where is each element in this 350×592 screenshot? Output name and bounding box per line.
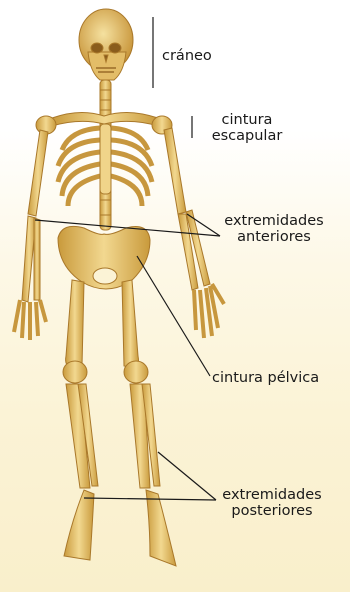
- lower-limbs-label-line2: posteriores: [214, 503, 330, 519]
- right-leg: [122, 280, 176, 566]
- upper-limbs-label-line2: anteriores: [218, 229, 330, 245]
- shoulder-girdle-label: cintura escapular: [204, 112, 290, 144]
- lower-limbs-leader-b: [158, 452, 216, 500]
- upper-limbs-label-line1: extremidades: [218, 213, 330, 229]
- left-leg: [63, 280, 98, 560]
- skeleton-figure: [14, 9, 224, 566]
- upper-limbs-label: extremidades anteriores: [218, 213, 330, 245]
- rib-cage: [58, 124, 152, 206]
- skull: [79, 9, 133, 80]
- left-arm: [14, 130, 48, 340]
- lower-limbs-label: extremidades posteriores: [214, 487, 330, 519]
- lower-limbs-label-line1: extremidades: [214, 487, 330, 503]
- shoulder-girdle-label-line1: cintura: [204, 112, 290, 128]
- shoulder-girdle-label-line2: escapular: [204, 128, 290, 144]
- pelvic-girdle-leader: [137, 256, 210, 376]
- skull-label: cráneo: [162, 48, 212, 64]
- pelvic-girdle-label: cintura pélvica: [212, 370, 319, 386]
